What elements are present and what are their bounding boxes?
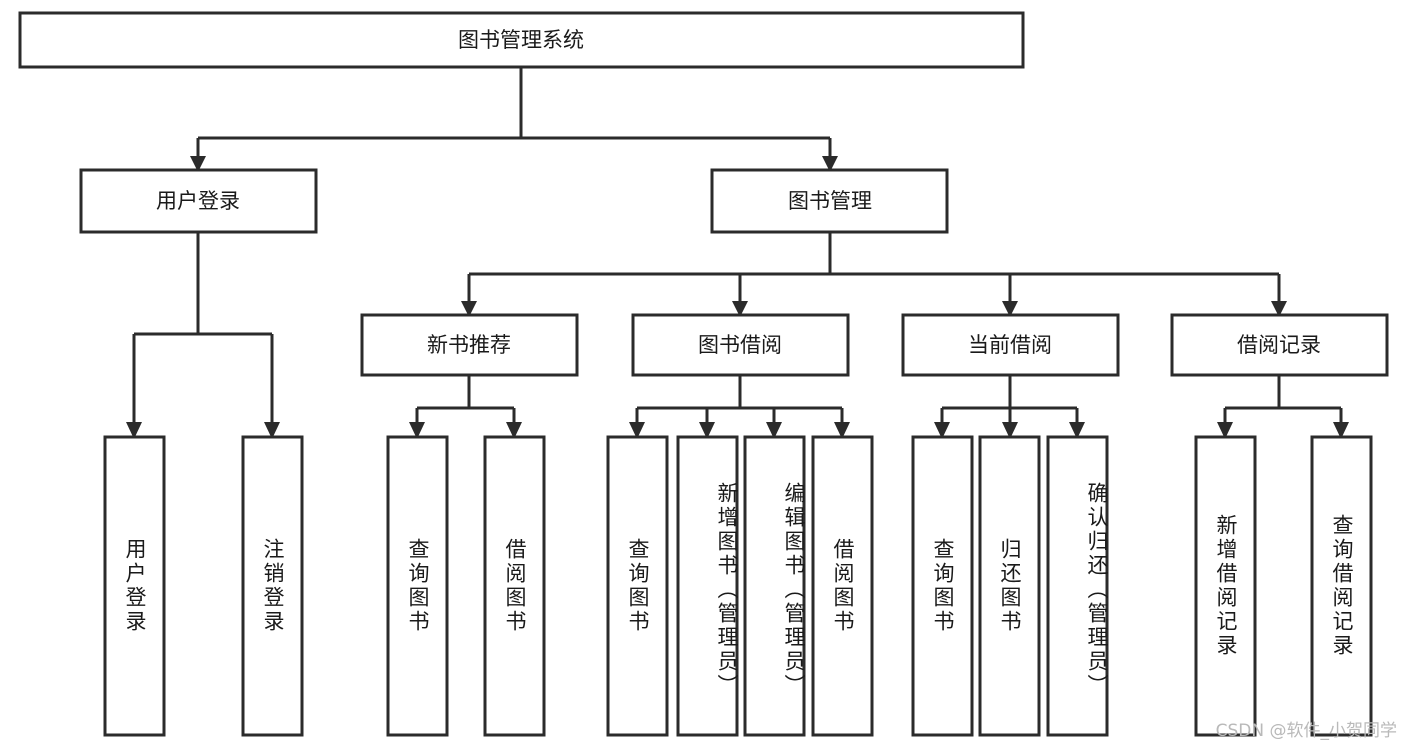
node-borrow-record-label: 借阅记录	[1237, 333, 1321, 357]
leaf-box-user-login[interactable]	[103, 435, 166, 737]
arrowhead-borrow-l1	[629, 422, 645, 439]
node-current-borrow-label: 当前借阅	[968, 333, 1052, 357]
arrowhead-current-l3	[1069, 422, 1085, 439]
arrowhead-newbook-l1	[409, 422, 425, 439]
arrowhead-leaf-logout	[264, 422, 280, 439]
leaf-box-query-book-2[interactable]	[606, 435, 669, 737]
leaf-box-query-book-3[interactable]	[911, 435, 974, 737]
node-book-management-label: 图书管理	[788, 189, 872, 213]
node-book-borrow-box[interactable]	[631, 313, 850, 377]
arrowhead-borrow	[732, 301, 748, 317]
node-new-book-recommend-label: 新书推荐	[427, 333, 511, 357]
arrowhead-book-mgmt	[822, 156, 838, 172]
node-user-login-box[interactable]	[79, 168, 318, 234]
node-borrow-record-box[interactable]	[1170, 313, 1389, 377]
arrowhead-record-l1	[1217, 422, 1233, 439]
arrowhead-borrow-l4	[834, 422, 850, 439]
leaf-box-query-book-1[interactable]	[386, 435, 449, 737]
connector-layer	[126, 67, 1349, 439]
arrowhead-record-l2	[1333, 422, 1349, 439]
node-root-box[interactable]	[18, 11, 1025, 69]
arrowhead-borrow-l3	[766, 422, 782, 439]
arrowhead-newbook-l2	[506, 422, 522, 439]
leaf-box-logout[interactable]	[241, 435, 304, 737]
leaf-box-add-borrow-record[interactable]	[1194, 435, 1257, 737]
node-user-login-label: 用户登录	[156, 189, 240, 213]
node-layer: 图书管理系统 用户登录 图书管理 新书推荐 图书借阅 当前借阅 借阅记录	[18, 11, 1389, 737]
node-root-label: 图书管理系统	[458, 28, 584, 52]
leaf-box-add-book-admin[interactable]	[676, 435, 739, 737]
leaf-box-borrow-book-2[interactable]	[811, 435, 874, 737]
arrowhead-current-l1	[934, 422, 950, 439]
leaf-box-return-book[interactable]	[978, 435, 1041, 737]
arrowhead-current-l2	[1002, 422, 1018, 439]
node-current-borrow-box[interactable]	[901, 313, 1120, 377]
arrowhead-leaf-user-login	[126, 422, 142, 439]
node-book-borrow-label: 图书借阅	[698, 333, 782, 357]
leaf-box-borrow-book-1[interactable]	[483, 435, 546, 737]
arrowhead-borrow-l2	[699, 422, 715, 439]
arrowhead-user-login	[190, 156, 206, 172]
watermark-text: CSDN @软件_小贺同学	[1215, 721, 1397, 741]
leaf-box-edit-book-admin[interactable]	[743, 435, 806, 737]
arrowhead-current	[1002, 301, 1018, 317]
leaf-box-query-borrow-record[interactable]	[1310, 435, 1373, 737]
node-new-book-recommend-box[interactable]	[360, 313, 579, 377]
node-book-management-box[interactable]	[710, 168, 949, 234]
arrowhead-record	[1271, 301, 1287, 317]
arrowhead-newbook	[461, 301, 477, 317]
leaf-box-confirm-return-admin[interactable]	[1046, 435, 1109, 737]
